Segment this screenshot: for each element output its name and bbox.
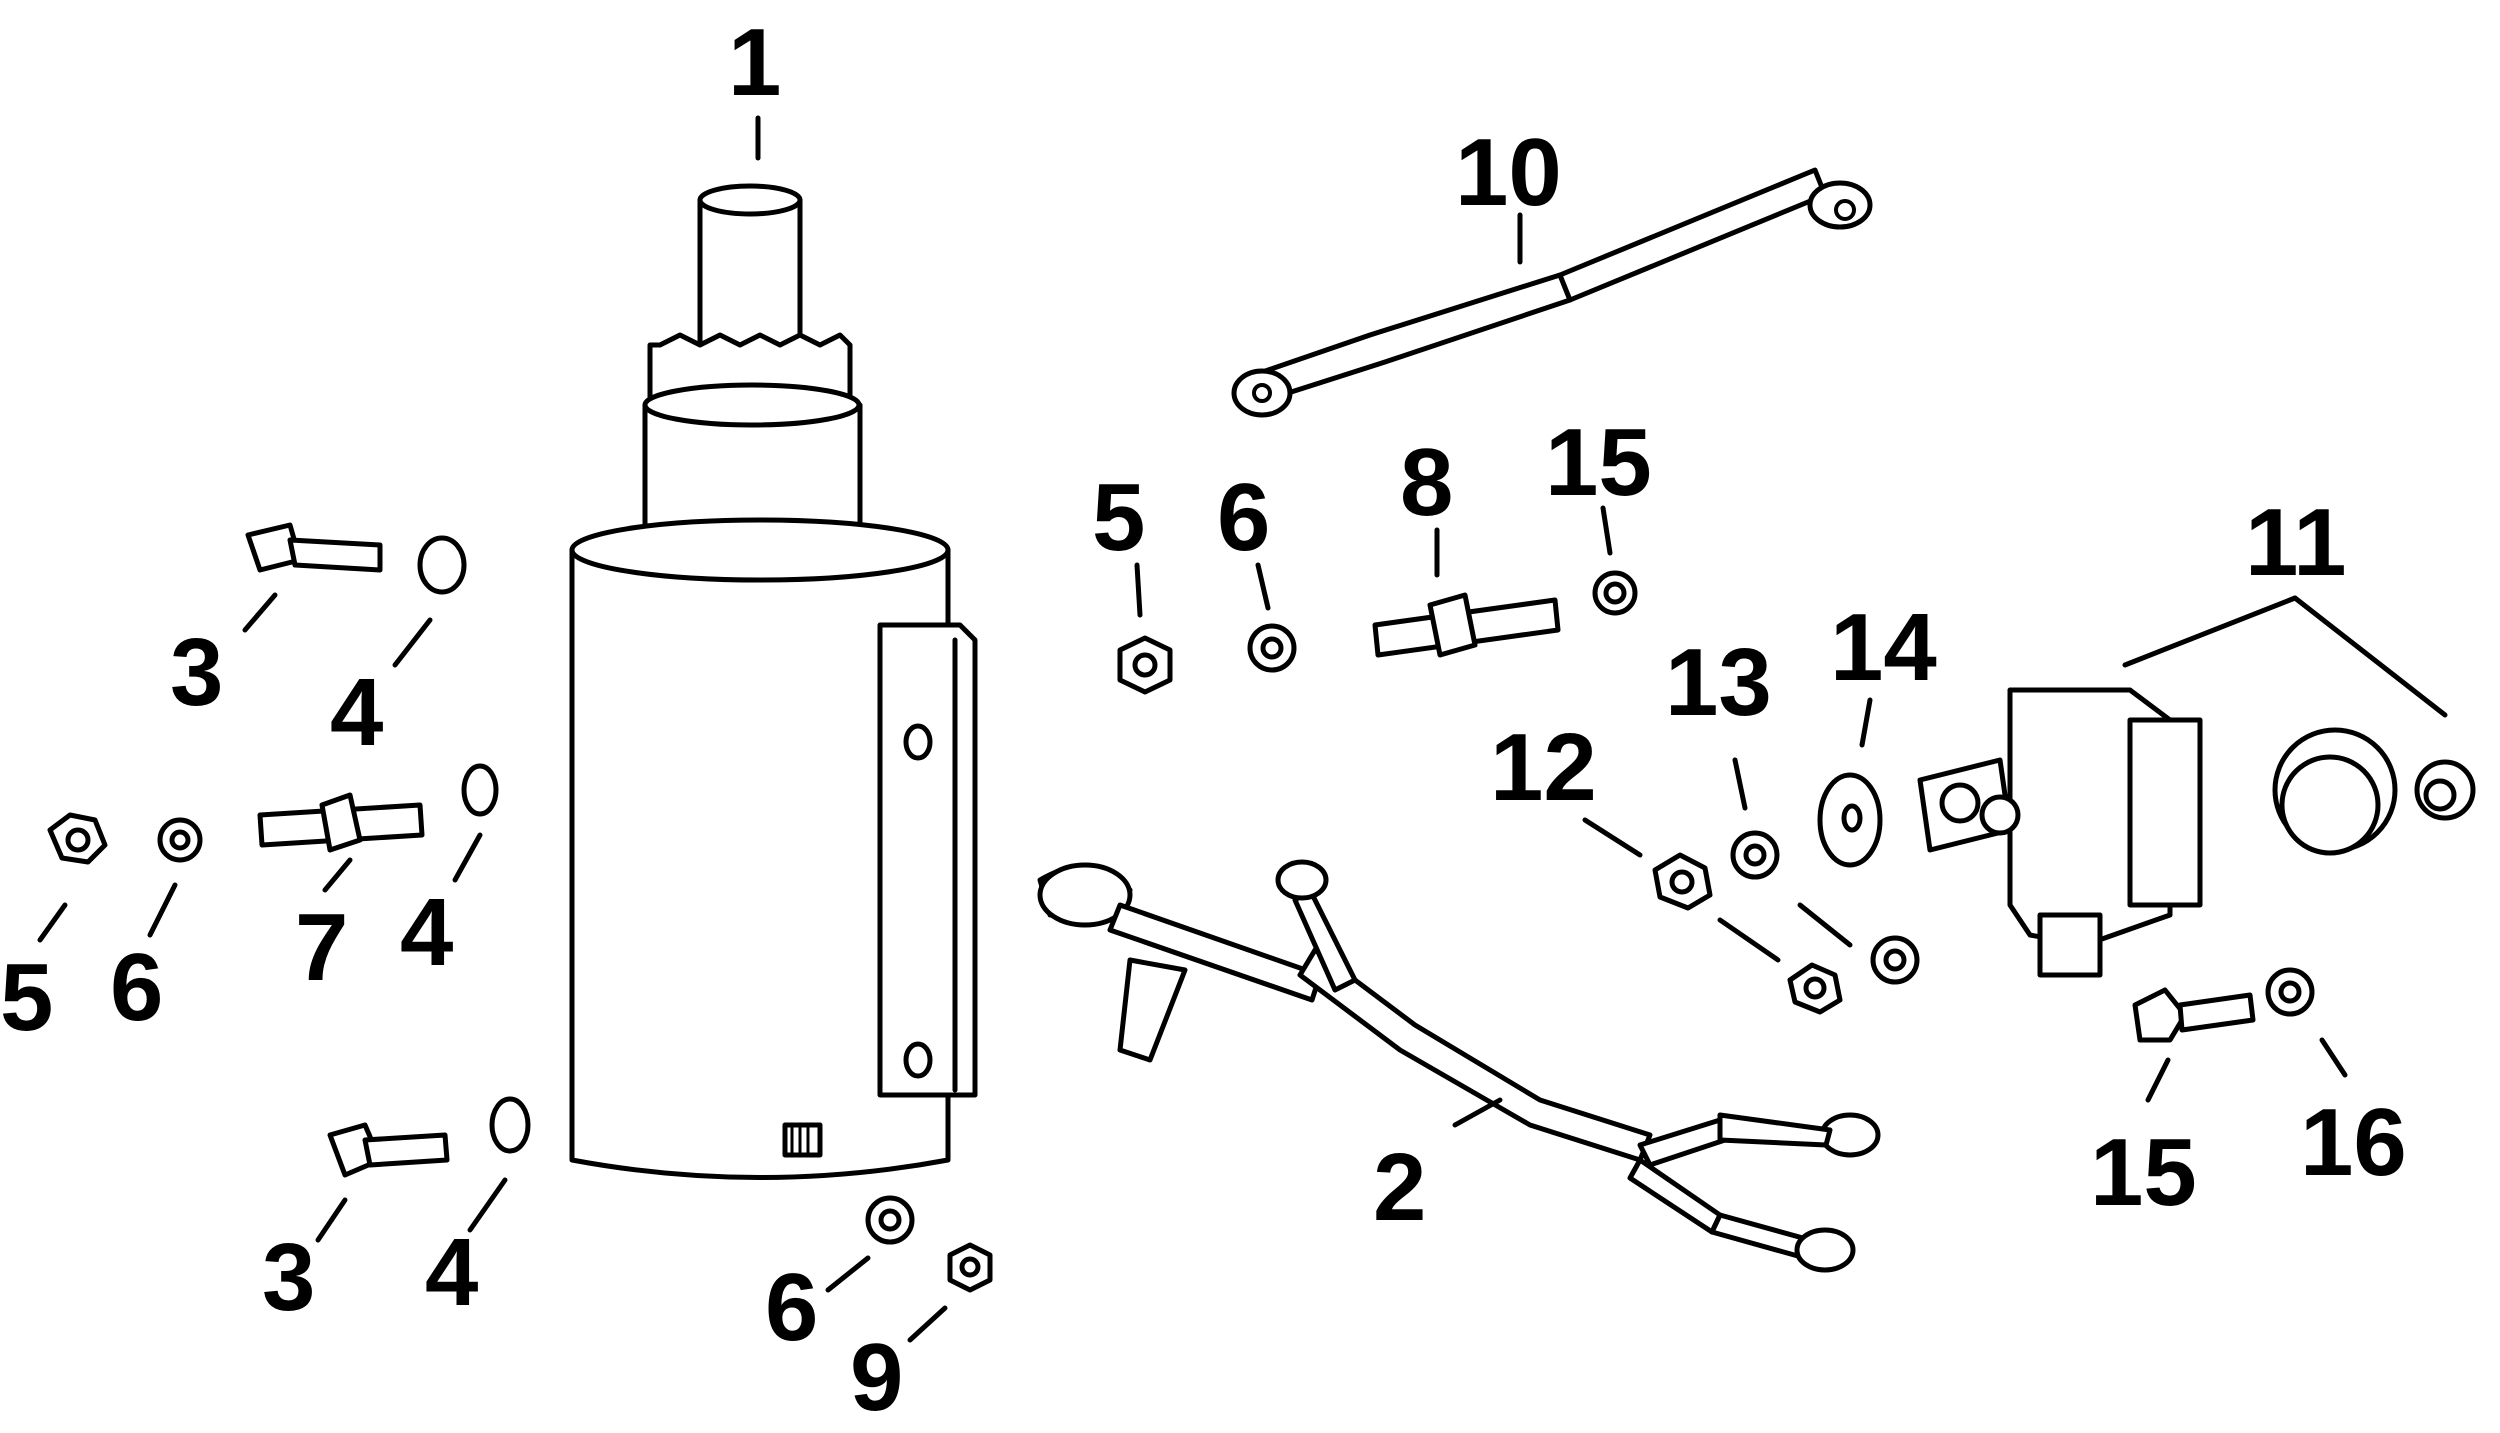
starter-motor bbox=[569, 183, 978, 1180]
callout-6: 6 bbox=[1217, 464, 1270, 571]
callout-9: 9 bbox=[850, 1324, 903, 1431]
callout-5: 5 bbox=[1092, 464, 1145, 571]
wire-harness bbox=[1037, 859, 1881, 1273]
callout-6: 6 bbox=[765, 1254, 818, 1361]
callout-4: 4 bbox=[400, 879, 453, 986]
callout-5: 5 bbox=[0, 944, 53, 1051]
callout-15: 15 bbox=[1545, 409, 1652, 516]
callout-12: 12 bbox=[1490, 714, 1597, 821]
callout-8: 8 bbox=[1400, 429, 1453, 536]
callout-16: 16 bbox=[2300, 1089, 2407, 1196]
leader-lines bbox=[37, 115, 2448, 1343]
callout-2: 2 bbox=[1373, 1134, 1426, 1241]
callout-13: 13 bbox=[1665, 629, 1772, 736]
callout-3: 3 bbox=[170, 619, 223, 726]
solenoid bbox=[1917, 687, 2476, 978]
callout-labels: 1 10 8 15 5 6 11 14 13 12 3 4 7 4 5 6 2 … bbox=[0, 9, 2407, 1431]
callout-11: 11 bbox=[2245, 489, 2346, 596]
hardware bbox=[47, 522, 2315, 1293]
callout-3: 3 bbox=[262, 1224, 315, 1331]
callout-14: 14 bbox=[1830, 594, 1937, 701]
callout-15: 15 bbox=[2090, 1119, 2197, 1226]
callout-4: 4 bbox=[425, 1219, 478, 1326]
callout-4: 4 bbox=[330, 659, 383, 766]
callout-6: 6 bbox=[110, 934, 163, 1041]
callout-1: 1 bbox=[728, 9, 781, 116]
callout-10: 10 bbox=[1455, 119, 1562, 226]
callout-7: 7 bbox=[295, 894, 348, 1001]
battery-cable bbox=[1231, 167, 1873, 418]
